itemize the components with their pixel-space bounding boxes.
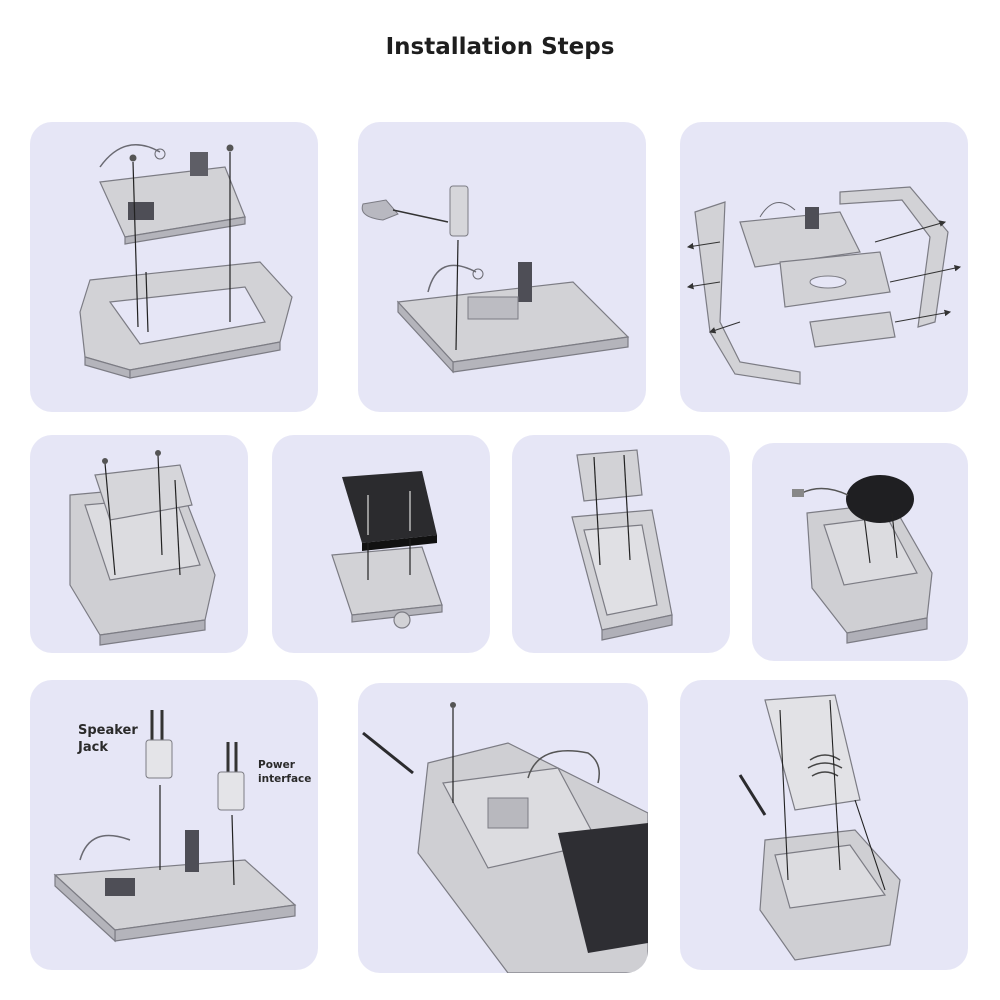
step-2-illustration <box>361 185 630 374</box>
step-10-illustration <box>738 694 901 961</box>
step-6-illustration <box>571 449 673 641</box>
step-7-panel <box>752 443 968 661</box>
step-8-illustration <box>53 710 297 943</box>
step-3-illustration <box>686 186 962 385</box>
step-1-illustration <box>79 144 293 379</box>
step-10-panel <box>680 680 968 970</box>
step-1-panel <box>30 122 318 412</box>
speaker-jack-label: Speaker Jack <box>78 723 138 755</box>
step-4-illustration <box>69 450 216 646</box>
step-6-panel <box>512 435 730 653</box>
step-7-illustration <box>792 475 933 644</box>
step-5-panel <box>272 435 490 653</box>
step-5-illustration <box>331 471 443 629</box>
step-8-panel: Speaker Jack Power interface <box>30 680 318 970</box>
step-9-illustration <box>362 702 648 973</box>
page-title: Installation Steps <box>385 34 615 60</box>
step-2-panel <box>358 122 646 412</box>
step-4-panel <box>30 435 248 653</box>
power-interface-label: Power interface <box>258 759 312 785</box>
step-9-panel <box>358 683 648 973</box>
step-3-panel <box>680 122 968 412</box>
